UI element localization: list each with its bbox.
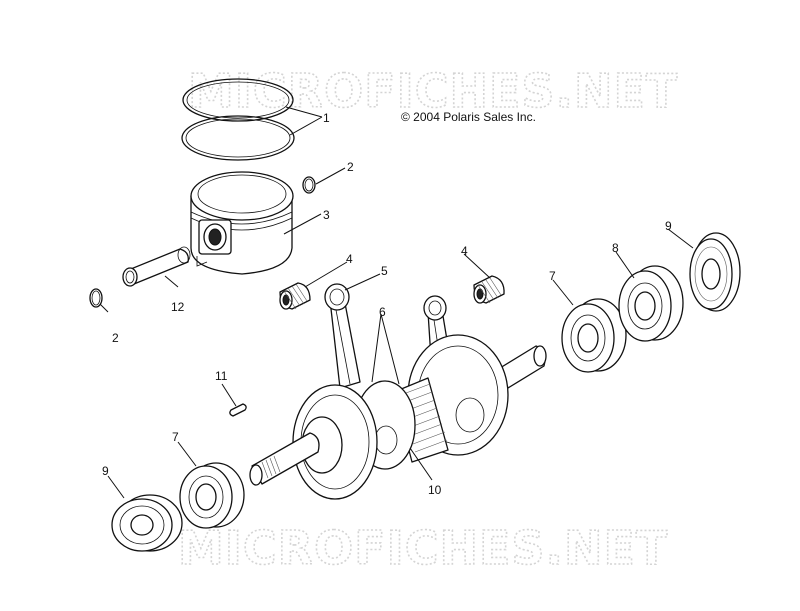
needle-bearing-left xyxy=(279,282,311,310)
woodruff-key xyxy=(229,403,247,417)
oil-seal-right xyxy=(689,232,741,312)
copyright-text: © 2004 Polaris Sales Inc. xyxy=(401,110,536,124)
callout-7-left: 7 xyxy=(172,430,179,444)
piston-pin xyxy=(122,246,191,287)
watermark-top: MICROFICHES.NET xyxy=(188,64,678,118)
callout-4-right: 4 xyxy=(461,244,468,258)
callout-11: 11 xyxy=(215,369,228,383)
connecting-rod-left xyxy=(324,283,361,389)
callout-8: 8 xyxy=(612,241,619,255)
piston-rings xyxy=(181,78,295,161)
callout-4-left: 4 xyxy=(346,252,353,266)
callout-6: 6 xyxy=(379,305,386,319)
leader-lines xyxy=(99,106,694,499)
callout-12: 12 xyxy=(171,300,185,314)
bearing-8 xyxy=(618,265,684,342)
callout-9-left: 9 xyxy=(102,464,109,478)
callout-9-right: 9 xyxy=(665,219,672,233)
crankshaft xyxy=(249,334,547,500)
watermark-bottom: MICROFICHES.NET xyxy=(178,521,668,575)
callout-2-right: 2 xyxy=(347,160,354,174)
callout-1: 1 xyxy=(323,111,330,125)
bearing-left xyxy=(179,462,245,529)
piston xyxy=(190,171,294,275)
callout-5: 5 xyxy=(381,264,388,278)
callout-7-right: 7 xyxy=(549,269,556,283)
needle-bearing-right xyxy=(473,275,505,304)
oil-seal-left xyxy=(111,494,183,552)
circlip-right xyxy=(302,176,316,194)
callout-10: 10 xyxy=(428,483,442,497)
circlip-left xyxy=(89,288,103,308)
callout-numbers: 1 2 3 4 4 5 6 7 8 9 2 12 11 10 7 9 xyxy=(102,111,672,497)
bearing-right xyxy=(561,298,627,373)
callout-2-left: 2 xyxy=(112,331,119,345)
callout-3: 3 xyxy=(323,208,330,222)
